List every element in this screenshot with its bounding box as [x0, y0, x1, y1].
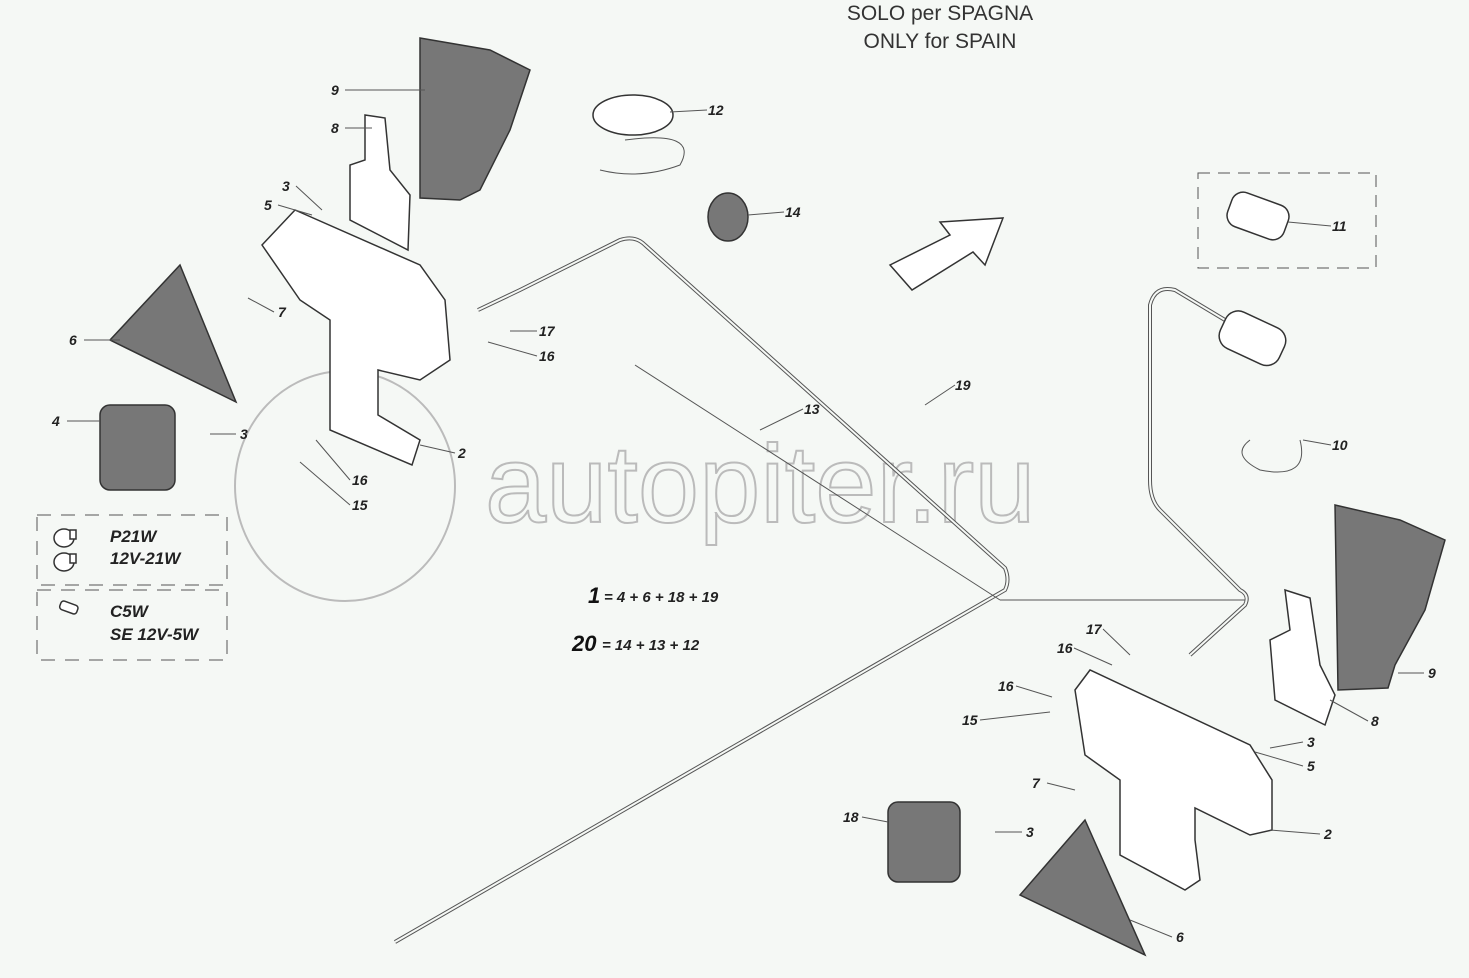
- callout-label: 3: [1026, 824, 1034, 840]
- callout-label: 2: [457, 445, 466, 461]
- callout-label: 8: [331, 120, 339, 136]
- bulb2-spec: SE 12V-5W: [110, 625, 200, 644]
- formula-2-lhs: 20: [571, 631, 597, 656]
- right-rear-lamp: [887, 801, 961, 883]
- callout-label: 18: [843, 809, 859, 825]
- formula-1-rhs: = 4 + 6 + 18 + 19: [604, 589, 719, 606]
- bulb1-type: P21W: [110, 527, 158, 546]
- callout-label: 6: [1176, 929, 1184, 945]
- right-support-8: [1269, 588, 1336, 727]
- right-mudflap-9: [1334, 504, 1446, 691]
- cable-13: [634, 364, 1245, 601]
- left-support-8: [349, 114, 411, 252]
- left-mudflap-9: [419, 37, 531, 201]
- right-triangle-reflector: [1018, 818, 1147, 957]
- bulb2-type: C5W: [110, 602, 150, 621]
- callout-label: 7: [1032, 775, 1041, 791]
- callout-label: 5: [1307, 758, 1315, 774]
- callout-label: 13: [804, 401, 820, 417]
- callout-label: 19: [955, 377, 971, 393]
- callout-label: 2: [1323, 826, 1332, 842]
- connector-11: [1226, 191, 1290, 241]
- formula-1-lhs: 1: [588, 583, 600, 608]
- callout-label: 8: [1371, 713, 1379, 729]
- callout-label: 16: [539, 348, 555, 364]
- direction-arrow-icon: [888, 217, 1005, 291]
- callout-label: 16: [1057, 640, 1073, 656]
- reflector-14: [707, 192, 749, 242]
- callout-label: 15: [352, 497, 368, 513]
- bulb1-spec: 12V-21W: [110, 549, 182, 568]
- callout-label: 3: [1307, 734, 1315, 750]
- bulb-p21w-icon: [53, 528, 77, 572]
- callout-label: 14: [785, 204, 801, 220]
- leader-lines: [67, 89, 1424, 938]
- callout-label: 16: [998, 678, 1014, 694]
- bulb-legend: P21W 12V-21W C5W SE 12V-5W: [36, 514, 228, 661]
- bulb-c5w-icon: [58, 600, 79, 615]
- optional-box: [1197, 172, 1377, 269]
- left-bracket-plate: [261, 209, 451, 467]
- callout-label: 4: [51, 413, 60, 429]
- callout-label: 3: [282, 178, 290, 194]
- watermark: autopiter.ru: [234, 370, 1036, 602]
- callout-label: 12: [708, 102, 724, 118]
- cable-19: [394, 236, 1249, 944]
- formula-2-rhs: = 14 + 13 + 12: [602, 637, 700, 654]
- callout-label: 10: [1332, 437, 1348, 453]
- callout-label: 16: [352, 472, 368, 488]
- connector-socket: [1218, 310, 1287, 367]
- right-bracket-plate: [1074, 669, 1273, 891]
- callout-label: 9: [1428, 665, 1436, 681]
- callout-label: 7: [278, 304, 287, 320]
- callout-label: 17: [1086, 621, 1103, 637]
- callout-label: 15: [962, 712, 978, 728]
- callout-label: 3: [240, 426, 248, 442]
- header-line-2: ONLY for SPAIN: [864, 30, 1017, 53]
- left-triangle-reflector: [108, 263, 238, 404]
- header-line-1: SOLO per SPAGNA: [847, 2, 1033, 25]
- callout-label: 9: [331, 82, 339, 98]
- watermark-text: autopiter.ru: [485, 423, 1035, 546]
- marker-light-12: [592, 94, 674, 136]
- clip-10: [1241, 439, 1302, 473]
- callout-label: 5: [264, 197, 272, 213]
- left-rear-lamp: [99, 404, 176, 491]
- callout-label: 6: [69, 332, 77, 348]
- callout-labels: 9 8 3 5 7 6 4 3 16 15 2 17 16 12 14 13 1…: [51, 82, 1436, 945]
- callout-label: 11: [1332, 218, 1347, 234]
- callout-label: 17: [539, 323, 556, 339]
